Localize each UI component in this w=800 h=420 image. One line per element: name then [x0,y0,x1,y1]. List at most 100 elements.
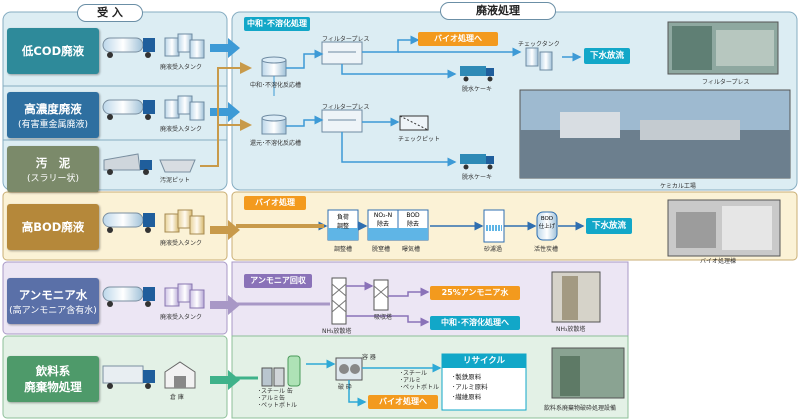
sewer-discharge-button-1 [584,48,630,64]
receiving-tanks-icon [164,283,205,309]
ammonia-section-label [244,274,312,288]
flow-arrow [210,295,240,315]
recycle-item: ･アルミ原料 [452,383,488,391]
recycle-item: ･製鉄原料 [452,373,482,381]
ammonia-product-label: 25%アンモニア水 [441,288,509,297]
tank-label: 倉 庫 [170,394,184,401]
sorted-list: ･スチール ･アルミ ･ペットボトル [400,370,439,391]
category-beverage: 飲料系廃棄物処理 [7,356,99,402]
category-ammonia: アンモニア水 (高アンモニア含有水) [7,278,99,324]
truck-icon [102,286,155,307]
photo-caption: バイオ処理棟 [700,258,737,265]
item-list: ･スチール 缶 ･アルミ缶 ･ペットボトル [258,388,297,409]
category-label: 高濃度廃液 [24,101,82,116]
item: ･スチール [400,370,428,377]
sewer-discharge-button-2 [586,218,632,234]
equipment-label: 調整槽 [334,246,353,253]
tank-label: 汚泥ピット [160,177,191,184]
truck-icon [102,99,155,120]
photo-caption: ケミカル工場 [660,183,696,190]
category-label: 高BOD廃液 [21,220,85,234]
equipment-label: 容 器 [362,354,376,361]
category-label-2: 廃棄物処理 [24,380,82,394]
equipment-label: チェックピット [398,136,441,143]
tank-text-line: BOD [406,212,420,219]
category-label: 汚 泥 [35,155,71,170]
header-receiving: 受 入 [77,4,143,22]
tank-label: 廃液受入タンク [160,240,203,247]
equipment-label: 破 砕 [338,384,352,391]
tank-text-line: NO₂-N [373,212,393,219]
bio-process-button-1-label: バイオ処理へ [434,34,482,43]
truck-icon [102,37,155,58]
reactor-tank-1 [261,56,287,77]
tank-text: 負荷調整 [333,212,353,230]
item: ･スチール 缶 [258,388,293,395]
warehouse-icon [164,361,196,389]
equipment-label: 脱水ケーキ [462,174,493,181]
tank-text-line: 除去 [406,221,419,228]
sewer-discharge-label-1: 下水放流 [589,51,624,61]
containers-icon [261,355,301,387]
tank-text-line: 調整 [336,223,349,230]
reactor-tank-2 [261,114,287,135]
photo-caption: 飲料系廃棄物破砕処理設備 [544,405,617,412]
sludge-pit-icon [159,159,196,173]
recycle-item: ･繊維原料 [452,393,482,401]
receiving-tanks-icon [164,33,205,59]
neutral-process-label: 中和･不溶化処理へ [441,318,509,327]
tank-label: 廃液受入タンク [160,126,203,133]
photo-caption: フィルタープレス [702,79,750,86]
flow-arrow [210,102,240,122]
tank-label: 廃液受入タンク [160,314,203,321]
category-sublabel: (有害重金属廃液) [17,119,89,130]
equipment-label: フィルタープレス [322,104,370,111]
equipment-label: フィルタープレス [322,36,370,43]
sewer-discharge-label-2: 下水放流 [591,221,626,231]
item: ･ペットボトル [400,384,440,391]
dump-truck-icon [103,153,152,175]
bio-process-button-1 [418,32,498,46]
flow-arrow [210,370,240,390]
category-label: アンモニア水 [18,287,88,302]
category-sublabel: (高アンモニア含有水) [9,305,97,316]
category-label: 低COD廃液 [21,44,85,58]
ammonia-product-button [430,286,520,300]
receiving-tanks-icon [164,95,205,121]
truck-icon [102,212,155,233]
check-tank-icon [525,47,553,71]
bio-section-label [244,196,306,210]
category-high-bod: 高BOD廃液 [7,204,99,250]
cake-truck-icon [460,154,494,170]
section-title-bio: バイオ処理 [255,198,295,207]
crusher-icon [335,357,363,381]
equipment-label: 還元･不溶化反応槽 [250,140,302,147]
category-high-concentration: 高濃度廃液 (有害重金属廃液) [7,92,99,138]
category-sludge: 汚 泥 (スラリー状) [7,146,99,192]
cake-truck-icon [460,66,494,82]
category-label: 飲料系 [35,364,71,378]
tank-text: BOD 除去 [400,212,426,228]
neutral-process-button [430,316,520,330]
tank-text-line: 負荷 [336,214,349,221]
filter-press-1 [321,41,363,65]
equipment-label: 吸収塔 [374,314,393,321]
receiving-tanks-icon [164,209,205,235]
tank-text-line: 仕上げ [538,224,556,230]
section-title-ammonia: アンモニア回収 [250,276,306,285]
recycle-list: ･製鉄原料 ･アルミ原料 ･繊維原料 [452,372,488,402]
recycle-title: リサイクル [462,356,506,366]
flow-arrow [210,38,240,58]
tank-text-line: BOD [540,216,554,222]
tank-label: 廃液受入タンク [160,64,203,71]
check-pit-icon [399,115,429,131]
bio-process-button-2 [368,395,438,409]
photo-caption: NH₃放散塔 [556,326,586,333]
equipment-label: 脱窒槽 [372,246,391,253]
section-title-neutralization: 中和･不溶化処理 [244,17,310,31]
category-sublabel: (スラリー状) [26,173,80,184]
truck-icon [102,365,155,389]
